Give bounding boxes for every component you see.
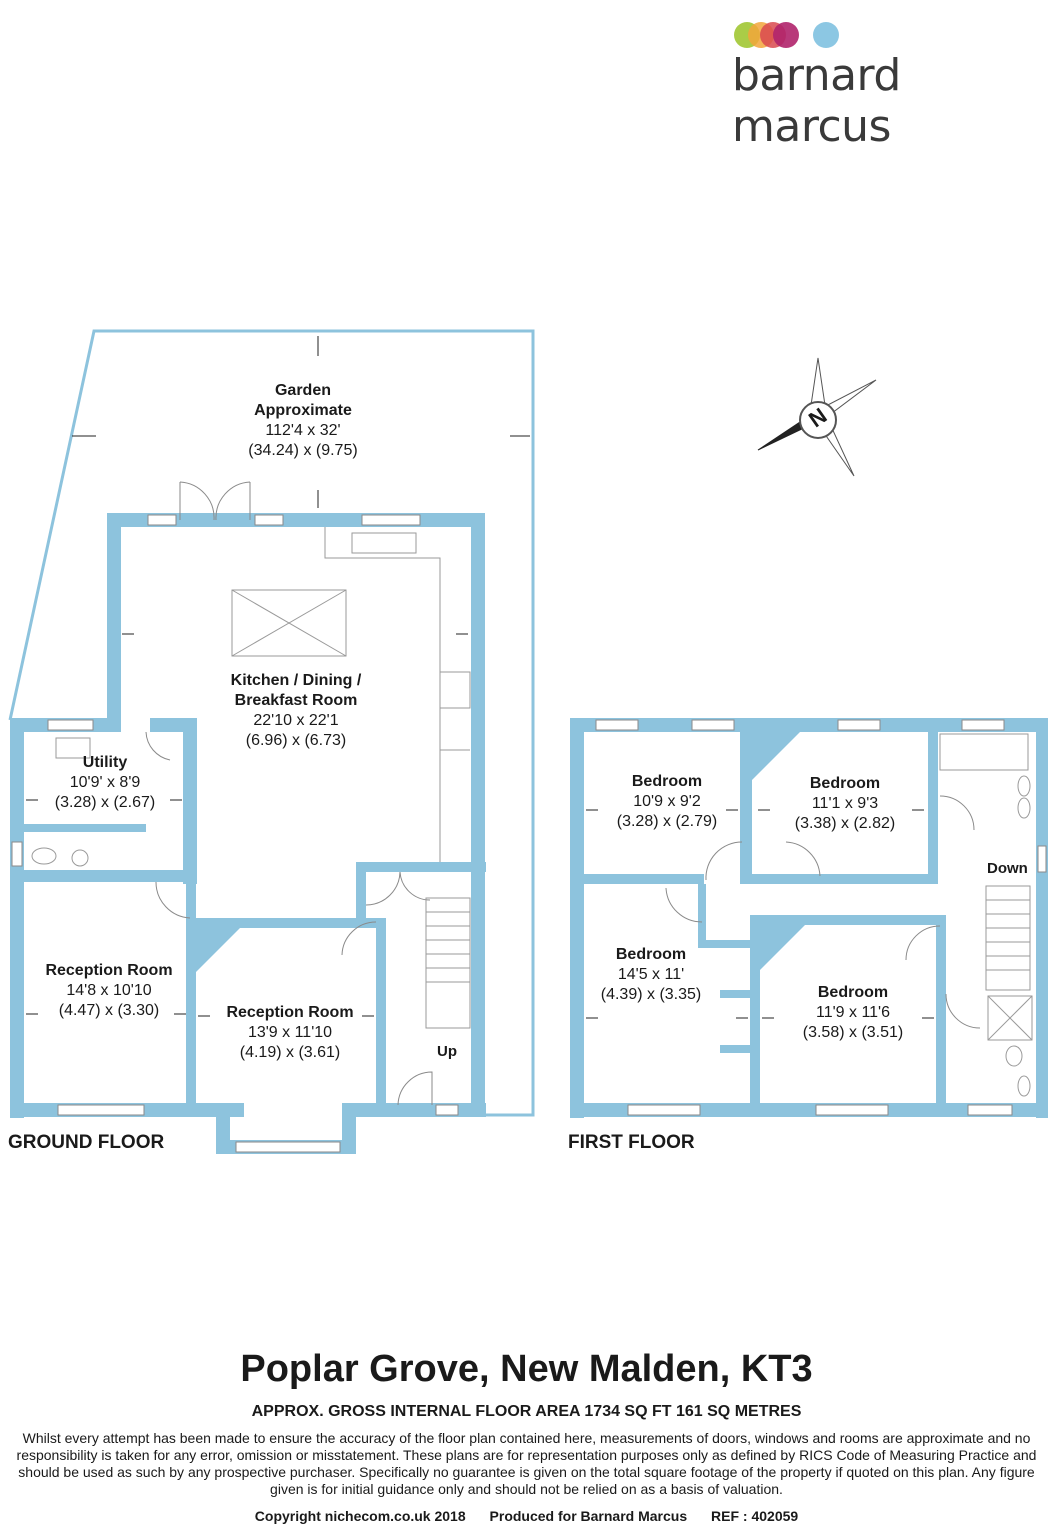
ground-floor-label: GROUND FLOOR xyxy=(8,1132,165,1153)
room-dim-imperial: 11'1 x 9'3 xyxy=(811,795,879,812)
garden-boundary xyxy=(8,329,535,1117)
room-utility: Utility 10'9' x 8'9 (3.28) x (2.67) xyxy=(30,753,180,813)
room-name-line2: Approximate xyxy=(254,402,352,419)
room-name: Utility xyxy=(82,754,128,771)
floor-plan-drawing xyxy=(8,329,1048,1154)
room-bedroom-2: Bedroom 11'1 x 9'3 (3.38) x (2.82) xyxy=(770,774,920,834)
room-dim-metric: (4.39) x (3.35) xyxy=(600,986,702,1003)
room-bedroom-3: Bedroom 14'5 x 11' (4.39) x (3.35) xyxy=(576,945,726,1005)
room-dim-imperial: 14'5 x 11' xyxy=(617,966,685,983)
room-reception-2: Reception Room 13'9 x 11'10 (4.19) x (3.… xyxy=(204,1003,376,1063)
room-name: Bedroom xyxy=(809,775,881,792)
compass xyxy=(757,357,877,477)
room-dim-imperial: 14'8 x 10'10 xyxy=(66,982,152,999)
room-kitchen: Kitchen / Dining / Breakfast Room 22'10 … xyxy=(196,671,396,751)
windows xyxy=(11,514,1047,1153)
dimension-arrows xyxy=(26,336,934,1019)
room-name: Reception Room xyxy=(45,962,173,979)
room-dim-imperial: 10'9' x 8'9 xyxy=(69,774,141,791)
room-dim-metric: (3.28) x (2.79) xyxy=(616,813,718,830)
room-bedroom-1: Bedroom 10'9 x 9'2 (3.28) x (2.79) xyxy=(592,772,742,832)
footer: Copyright nichecom.co.uk 2018 Produced f… xyxy=(0,1508,1053,1524)
room-reception-1: Reception Room 14'8 x 10'10 (4.47) x (3.… xyxy=(24,961,194,1021)
room-dim-metric: (34.24) x (9.75) xyxy=(248,442,358,459)
kitchen-fittings xyxy=(31,527,1033,1097)
property-title: Poplar Grove, New Malden, KT3 xyxy=(240,1348,813,1390)
room-garden: Garden Approximate 112'4 x 32' (34.24) x… xyxy=(203,381,403,461)
room-name: Reception Room xyxy=(226,1004,354,1021)
room-dim-metric: (3.28) x (2.67) xyxy=(54,794,156,811)
copyright: Copyright nichecom.co.uk 2018 xyxy=(254,1508,466,1524)
room-name: Bedroom xyxy=(817,984,889,1001)
disclaimer: Whilst every attempt has been made to en… xyxy=(16,1430,1037,1497)
room-dim-metric: (3.58) x (3.51) xyxy=(802,1024,904,1041)
room-dim-imperial: 112'4 x 32' xyxy=(265,422,341,439)
room-name: Garden xyxy=(274,382,331,399)
reference: REF : 402059 xyxy=(711,1508,799,1524)
room-name-line2: Breakfast Room xyxy=(234,692,358,709)
logo-dot-blue xyxy=(813,22,839,48)
room-dim-imperial: 13'9 x 11'10 xyxy=(247,1024,333,1041)
first-floor-walls xyxy=(570,718,1048,1118)
first-floor-label: FIRST FLOOR xyxy=(568,1132,695,1153)
room-dim-metric: (4.47) x (3.30) xyxy=(58,1002,160,1019)
room-dim-imperial: 11'9 x 11'6 xyxy=(815,1004,890,1021)
room-dim-metric: (4.19) x (3.61) xyxy=(239,1044,341,1061)
room-dim-imperial: 22'10 x 22'1 xyxy=(253,712,339,729)
floor-area: APPROX. GROSS INTERNAL FLOOR AREA 1734 S… xyxy=(251,1403,802,1420)
room-dim-metric: (3.38) x (2.82) xyxy=(794,815,896,832)
stairs-up-label: Up xyxy=(437,1043,457,1060)
room-dim-metric: (6.96) x (6.73) xyxy=(245,732,347,749)
logo-dot-magenta xyxy=(773,22,799,48)
brand-name: barnard marcus xyxy=(732,50,901,152)
stairs-down-label: Down xyxy=(987,860,1028,877)
room-name: Bedroom xyxy=(631,773,703,790)
room-dim-imperial: 10'9 x 9'2 xyxy=(633,793,701,810)
room-name: Bedroom xyxy=(615,946,687,963)
room-name: Kitchen / Dining / xyxy=(230,672,362,689)
doors xyxy=(145,481,981,1106)
produced-for: Produced for Barnard Marcus xyxy=(489,1508,688,1524)
logo-dots xyxy=(734,22,839,48)
room-bedroom-4: Bedroom 11'9 x 11'6 (3.58) x (3.51) xyxy=(778,983,928,1043)
